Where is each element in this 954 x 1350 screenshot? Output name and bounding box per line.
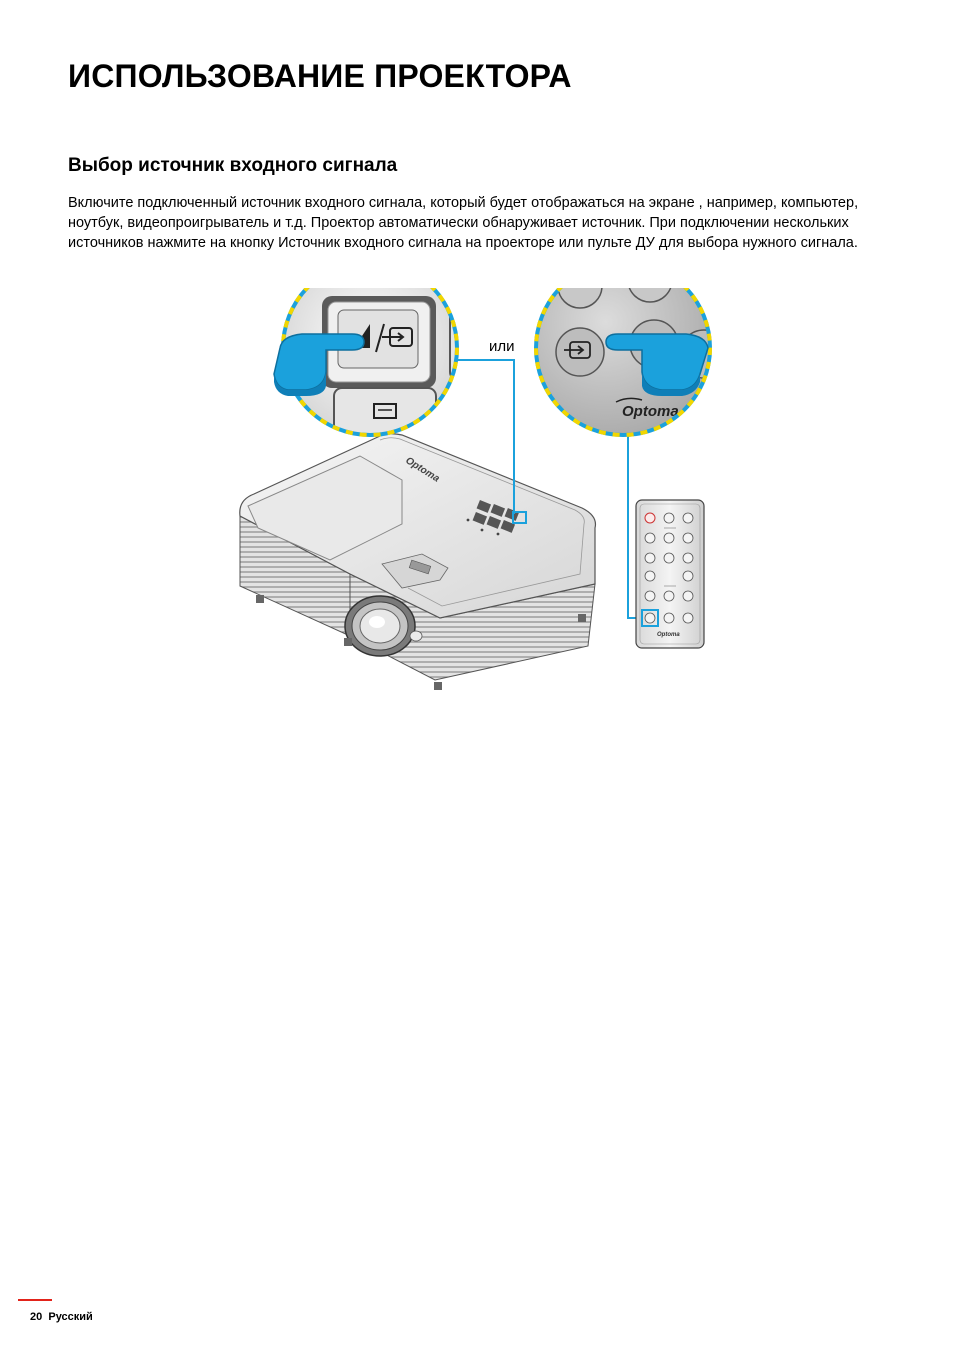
keypad-zoom-callout (274, 288, 490, 448)
footer-language: Русский (48, 1311, 92, 1323)
body-paragraph: Включите подключенный источник входного … (68, 193, 898, 253)
or-label: или (489, 338, 515, 355)
page-number: 20 (30, 1311, 42, 1323)
remote-zoom-callout: Optoma (536, 288, 728, 435)
remote-brand-text: Optoma (657, 632, 680, 638)
page-footer: 20 Русский (30, 1311, 93, 1323)
section-heading: Выбор источник входного сигнала (68, 155, 397, 177)
page-title: ИСПОЛЬЗОВАНИЕ ПРОЕКТОРА (68, 58, 572, 95)
projector-body: Optoma (240, 434, 596, 690)
remote-brand-zoom-text: Optoma (622, 403, 679, 420)
projector-illustration: Optoma (230, 288, 730, 698)
remote-control: Optoma (636, 500, 704, 648)
footer-accent-line (18, 1299, 52, 1301)
